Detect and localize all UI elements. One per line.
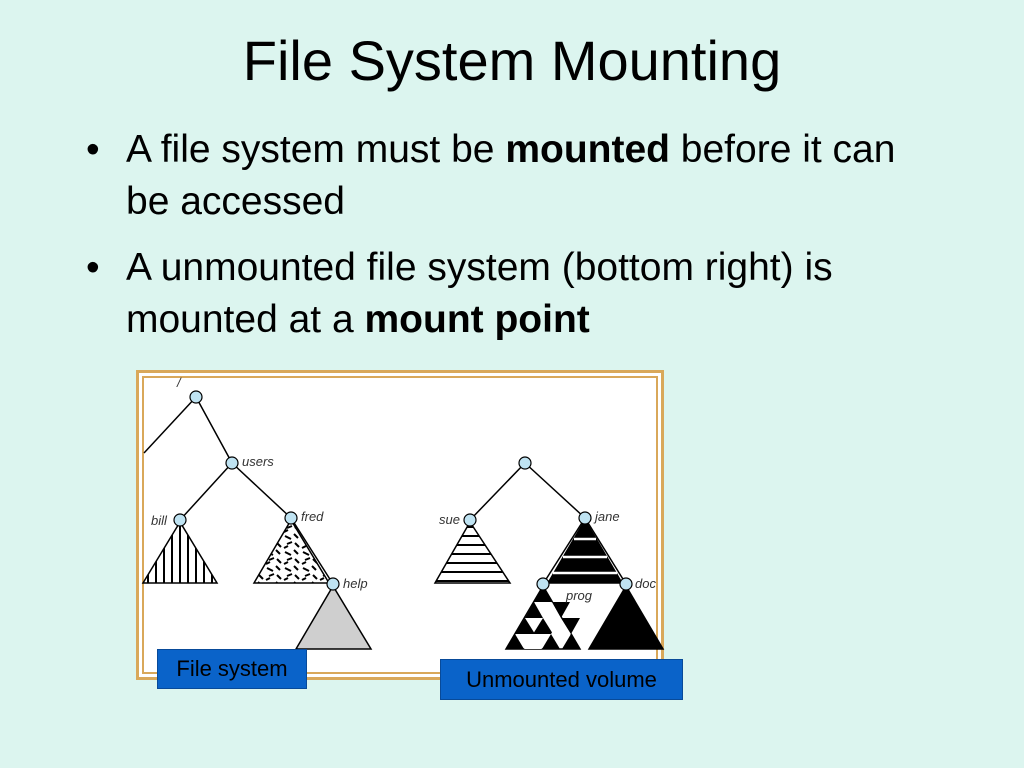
- unmounted-volume-caption: Unmounted volume: [440, 659, 683, 700]
- root-label: /: [176, 375, 182, 390]
- sue-subtree: [433, 520, 512, 584]
- tree-diagram-svg: / users bill fred help: [141, 375, 665, 650]
- prog-subtree: [504, 584, 582, 650]
- prog-label: prog: [565, 588, 593, 603]
- bullet-2-text: A unmounted file system (bottom right) i…: [126, 246, 833, 341]
- bill-subtree: [141, 520, 219, 584]
- bill-label: bill: [151, 513, 168, 528]
- root-node: [189, 390, 203, 404]
- fred-label: fred: [301, 509, 324, 524]
- bullet-item-2: • A unmounted file system (bottom right)…: [86, 242, 926, 346]
- help-node: [326, 577, 340, 591]
- bullet-2-bold: mount point: [364, 298, 590, 341]
- bullet-1-bold: mounted: [505, 128, 670, 171]
- bullet-1-text: A file system must be: [126, 128, 506, 171]
- bill-node: [173, 513, 187, 527]
- bullet-item-1: • A file system must be mounted before i…: [86, 124, 926, 228]
- help-label: help: [343, 576, 368, 591]
- unmounted-volume-tree: sue jane prog doc: [433, 456, 665, 650]
- users-node: [225, 456, 239, 470]
- prog-node: [536, 577, 550, 591]
- help-mount-subtree: [294, 584, 373, 650]
- users-label: users: [242, 454, 274, 469]
- sue-label: sue: [439, 512, 460, 527]
- file-system-tree: / users bill fred help: [141, 375, 373, 650]
- slide-title: File System Mounting: [242, 29, 782, 92]
- volume-root-node: [518, 456, 532, 470]
- doc-subtree: [587, 584, 665, 650]
- jane-node: [578, 511, 592, 525]
- bullet-1-rest: before it can be accessed: [126, 128, 896, 223]
- doc-label: doc: [635, 576, 656, 591]
- jane-subtree: [546, 518, 624, 584]
- doc-node: [619, 577, 633, 591]
- fred-node: [284, 511, 298, 525]
- mount-diagram: / users bill fred help: [136, 370, 665, 680]
- file-system-caption: File system: [157, 649, 307, 689]
- bullet-dot-icon: •: [86, 246, 100, 289]
- jane-label: jane: [593, 509, 620, 524]
- fred-subtree: [252, 518, 331, 584]
- bullet-dot-icon: •: [86, 128, 100, 171]
- sue-node: [463, 513, 477, 527]
- bullet-list: • A file system must be mounted before i…: [86, 124, 926, 360]
